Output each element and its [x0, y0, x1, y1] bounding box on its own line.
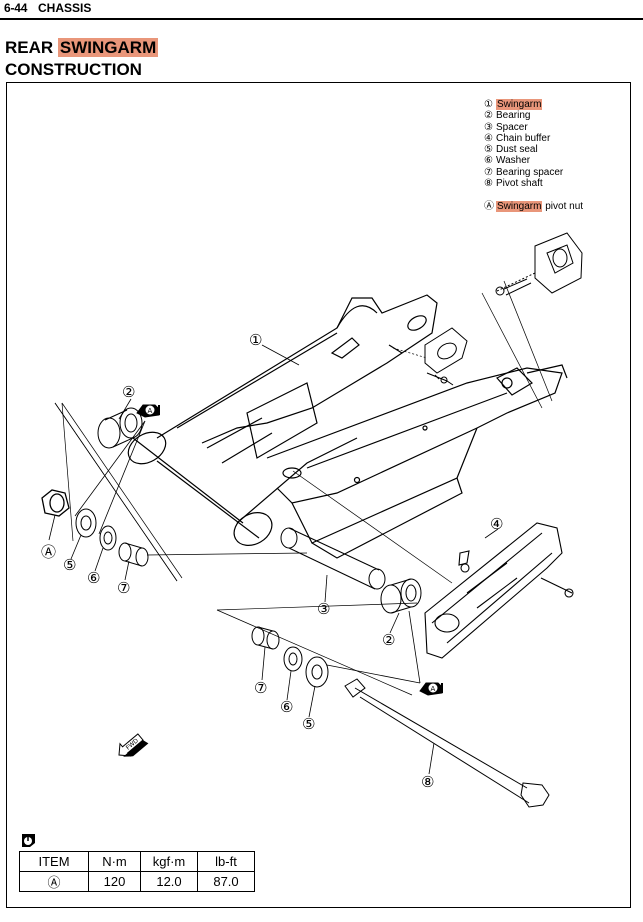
table-cell: 120 [88, 871, 141, 892]
alignment-lines [54, 280, 553, 696]
callout-4: ④ [490, 515, 503, 533]
table-cell: 87.0 [197, 871, 255, 892]
column-header: N·m [88, 851, 141, 872]
dust-seal-part-lower [305, 656, 329, 688]
callout-5-lower: ⑤ [302, 715, 315, 733]
title-prefix: REAR [5, 38, 58, 57]
callout-A: Ⓐ [41, 543, 56, 561]
table-header-row: ITEM N·m kgf·m lb-ft [19, 851, 255, 872]
torque-table: ITEM N·m kgf·m lb-ft Ⓐ 120 12.0 87.0 [19, 851, 255, 892]
table-cell: 12.0 [140, 871, 198, 892]
lube-icon-upper: A [136, 404, 160, 418]
table-cell: Ⓐ [19, 871, 89, 892]
pivot-nut-part [41, 489, 70, 517]
bearing-part-lower [380, 578, 422, 614]
table-row: Ⓐ 120 12.0 87.0 [19, 871, 255, 892]
callout-5-upper: ⑤ [63, 556, 76, 574]
torque-wrench-icon [22, 834, 35, 847]
column-header: lb-ft [197, 851, 255, 872]
callout-6-upper: ⑥ [87, 569, 100, 587]
page-number: 6-44 [4, 1, 28, 15]
fwd-arrow-icon: FWD [118, 733, 149, 757]
callouts: ① ② Ⓐ ⑤ ⑥ ⑦ ③ ④ ② ⑦ ⑥ ⑤ ⑧ [41, 331, 503, 791]
swingarm-part [127, 294, 568, 559]
section-name: CHASSIS [38, 1, 92, 15]
title-highlight: SWINGARM [57, 38, 159, 57]
section-subtitle: CONSTRUCTION [5, 60, 142, 79]
chain-buffer-part [424, 522, 574, 659]
callout-3: ③ [317, 600, 330, 618]
bearing-spacer-part-lower [251, 626, 280, 650]
page-title: REAR SWINGARM [5, 38, 159, 58]
pivot-shaft-part [344, 678, 550, 808]
bearing-part [97, 407, 143, 449]
lube-icon-lower: A [419, 682, 443, 696]
callout-1: ① [249, 331, 262, 349]
washer-part-lower [283, 646, 303, 672]
leader-lines [48, 344, 499, 775]
column-header: kgf·m [140, 851, 198, 872]
callout-2-lower: ② [382, 631, 395, 649]
washer-part [99, 525, 117, 551]
lube-badge-lower: A [431, 685, 436, 693]
spacer-part [280, 527, 386, 590]
callout-8: ⑧ [421, 773, 434, 791]
dust-seal-part [75, 508, 97, 538]
bearing-spacer-part [118, 542, 149, 567]
callout-7-lower: ⑦ [254, 679, 267, 697]
column-header: ITEM [19, 851, 89, 872]
lube-badge-upper: A [148, 407, 153, 415]
exploded-diagram: A A FWD ① ② Ⓐ ⑤ ⑥ ⑦ ③ ④ ② ⑦ ⑥ ⑤ ⑧ [41, 232, 583, 808]
figure-frame: A A FWD ① ② Ⓐ ⑤ ⑥ ⑦ ③ ④ ② ⑦ ⑥ ⑤ ⑧ [6, 82, 631, 908]
adjuster-block-part [495, 232, 583, 296]
callout-7-upper: ⑦ [117, 579, 130, 597]
hose-bracket-part [424, 327, 468, 386]
callout-2-upper: ② [122, 383, 135, 401]
page-header: 6-44 CHASSIS [0, 0, 643, 20]
callout-6-lower: ⑥ [280, 698, 293, 716]
